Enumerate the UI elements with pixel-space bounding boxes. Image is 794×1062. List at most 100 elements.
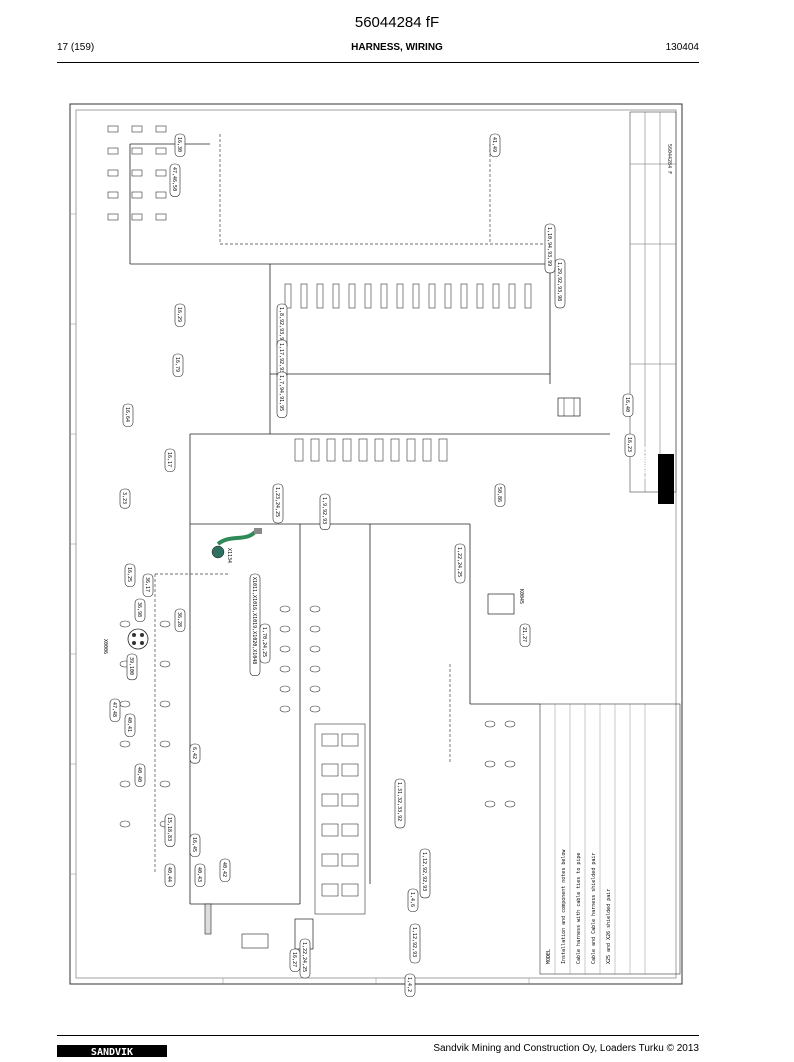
reference-label-text: 16,17 <box>166 452 172 467</box>
reference-label: 40,40 <box>134 763 146 787</box>
reference-label: 1,9,92,93 <box>319 493 331 531</box>
reference-label-text: 1,31,32,33,92 <box>396 782 402 821</box>
reference-label-text: 16,30 <box>176 137 182 152</box>
reference-label: 41,49 <box>489 133 501 157</box>
reference-label-text: 1,12,92,92,93 <box>421 852 427 891</box>
reference-label-text: 50,86 <box>496 487 502 502</box>
frame-ticks <box>70 213 530 984</box>
reference-label: 1,31,32,33,92 <box>394 778 406 829</box>
reference-label: 47,48 <box>109 698 121 722</box>
fuse-bank-middle <box>294 438 448 462</box>
document-code: 130404 <box>665 42 699 53</box>
reference-label-text: X1011,X1016,X1019,X1020,X1048 <box>251 577 257 664</box>
document-number: 56044284 fF <box>354 14 440 31</box>
reference-label: 6,42 <box>189 743 201 764</box>
reference-label: 50,86 <box>494 483 506 507</box>
reference-label: 1,17,92,93 <box>276 339 288 380</box>
reference-label-text: 40,42 <box>221 862 227 877</box>
reference-label-text: 1,23,24,25 <box>274 487 280 517</box>
reference-label-text: 16,64 <box>124 407 130 422</box>
reference-label: 1,70,24,25 <box>259 623 271 664</box>
note-line: Cable and Cable harness shielded pair <box>591 853 597 964</box>
reference-label-text: 1,22,24,25 <box>301 942 307 972</box>
footer-brand: SANDVIK <box>91 1047 133 1058</box>
reference-label-text: 40,40 <box>136 767 142 782</box>
notes-table: MODEL Installation and component notes b… <box>539 703 681 975</box>
reference-label: 1,23,24,25 <box>272 483 284 524</box>
reference-label: 36,28 <box>174 608 186 632</box>
svg-text:SANDVIK: SANDVIK <box>642 445 651 479</box>
reference-label: 16,29 <box>174 303 186 327</box>
reference-label-text: 36,98 <box>136 602 142 617</box>
sandvik-drawing-logo: SANDVIK <box>642 445 674 504</box>
drawing-part-number: 56044284 F <box>666 144 672 174</box>
footer-copyright: Sandvik Mining and Construction Oy, Load… <box>433 1043 699 1054</box>
reference-label-text: 16,79 <box>174 357 180 372</box>
harness-trunk <box>129 143 610 905</box>
reference-label-text: 40,43 <box>196 867 202 882</box>
reference-label-text: 1,8,92,93,94 <box>278 307 284 343</box>
connector-label: X0006 <box>102 639 108 654</box>
reference-label: 1,22,24,25 <box>299 938 311 979</box>
reference-label: 1,29,92,93,98 <box>554 258 566 309</box>
fuse-bank-top <box>284 283 532 309</box>
reference-label: 16,17 <box>164 448 176 472</box>
x1134-cable-image: X1134 <box>211 528 262 563</box>
reference-label-text: 40,41 <box>126 717 132 732</box>
reference-label-text: 1,4,2 <box>406 977 412 992</box>
reference-label-text: 1,12,92,93 <box>411 927 417 957</box>
k0045-component: K0045 <box>487 589 524 615</box>
sandvik-footer-logo: SANDVIK <box>57 1044 167 1058</box>
reference-label: 40,42 <box>219 858 231 882</box>
reference-label: 16,23 <box>624 433 636 457</box>
reference-label-text: 1,70,24,25 <box>261 627 267 657</box>
reference-label-text: 1,7,94,91,95 <box>278 375 284 411</box>
shield-runs <box>154 134 550 874</box>
relay-block <box>314 723 366 915</box>
reference-label-text: 1,17,92,93 <box>278 343 284 373</box>
connector-label: K0045 <box>518 589 524 604</box>
reference-label-text: 16,25 <box>126 567 132 582</box>
reference-label: 1,4,2 <box>404 973 416 997</box>
reference-label: 1,12,92,92,93 <box>419 848 431 899</box>
bottom-left-component <box>204 903 314 950</box>
reference-label-text: 1,29,92,93,98 <box>556 262 562 301</box>
reference-label: 15,18,83 <box>164 813 176 847</box>
reference-label: 16,27 <box>289 948 301 972</box>
reference-label-text: 3,23 <box>121 492 127 504</box>
note-line: X25 and X26 shielded pair <box>606 889 612 964</box>
reference-label: 16,30 <box>174 133 186 157</box>
middle-connector-ladder <box>119 605 516 828</box>
note-line: Installation and component notes below <box>561 849 567 964</box>
reference-label-text: 16,40 <box>624 397 630 412</box>
reference-label: 16,40 <box>622 393 634 417</box>
reference-label: 39,100 <box>126 653 138 681</box>
reference-label: 40,41 <box>124 713 136 737</box>
reference-label-text: 36,17 <box>144 577 150 592</box>
reference-label: 16,64 <box>122 403 134 427</box>
reference-label-text: 41,49 <box>491 137 497 152</box>
note-line: MODEL <box>546 949 552 964</box>
reference-label: 1,10,94,93,99 <box>544 223 556 274</box>
reference-label-text: 36,28 <box>176 612 182 627</box>
reference-label-text: 16,27 <box>291 952 297 967</box>
reference-label: 36,98 <box>134 598 146 622</box>
reference-label-text: 16,29 <box>176 307 182 322</box>
reference-label-text: 1,10,94,93,99 <box>546 227 552 266</box>
reference-label-text: 6,42 <box>191 747 197 759</box>
connector-label: X1134 <box>226 548 232 563</box>
reference-label: 1,4,6 <box>407 888 419 912</box>
reference-label: 21,27 <box>519 623 531 647</box>
wiring-diagram: 56044284 F SANDVIK <box>69 103 683 997</box>
reference-label-text: 47,46,50 <box>171 167 177 191</box>
reference-label: 40,43 <box>194 863 206 887</box>
reference-label: 16,79 <box>172 353 184 377</box>
reference-label: 3,23 <box>119 488 131 509</box>
header-rule <box>57 62 699 63</box>
reference-label-text: 15,18,83 <box>166 817 172 841</box>
top-left-connectors <box>107 125 167 221</box>
reference-label: 1,7,94,91,95 <box>276 371 288 418</box>
x0006-connector: X0006 <box>102 628 149 654</box>
reference-label: 1,12,92,93 <box>409 923 421 964</box>
note-line: Cable harness with cable ties to pipe <box>576 853 582 964</box>
